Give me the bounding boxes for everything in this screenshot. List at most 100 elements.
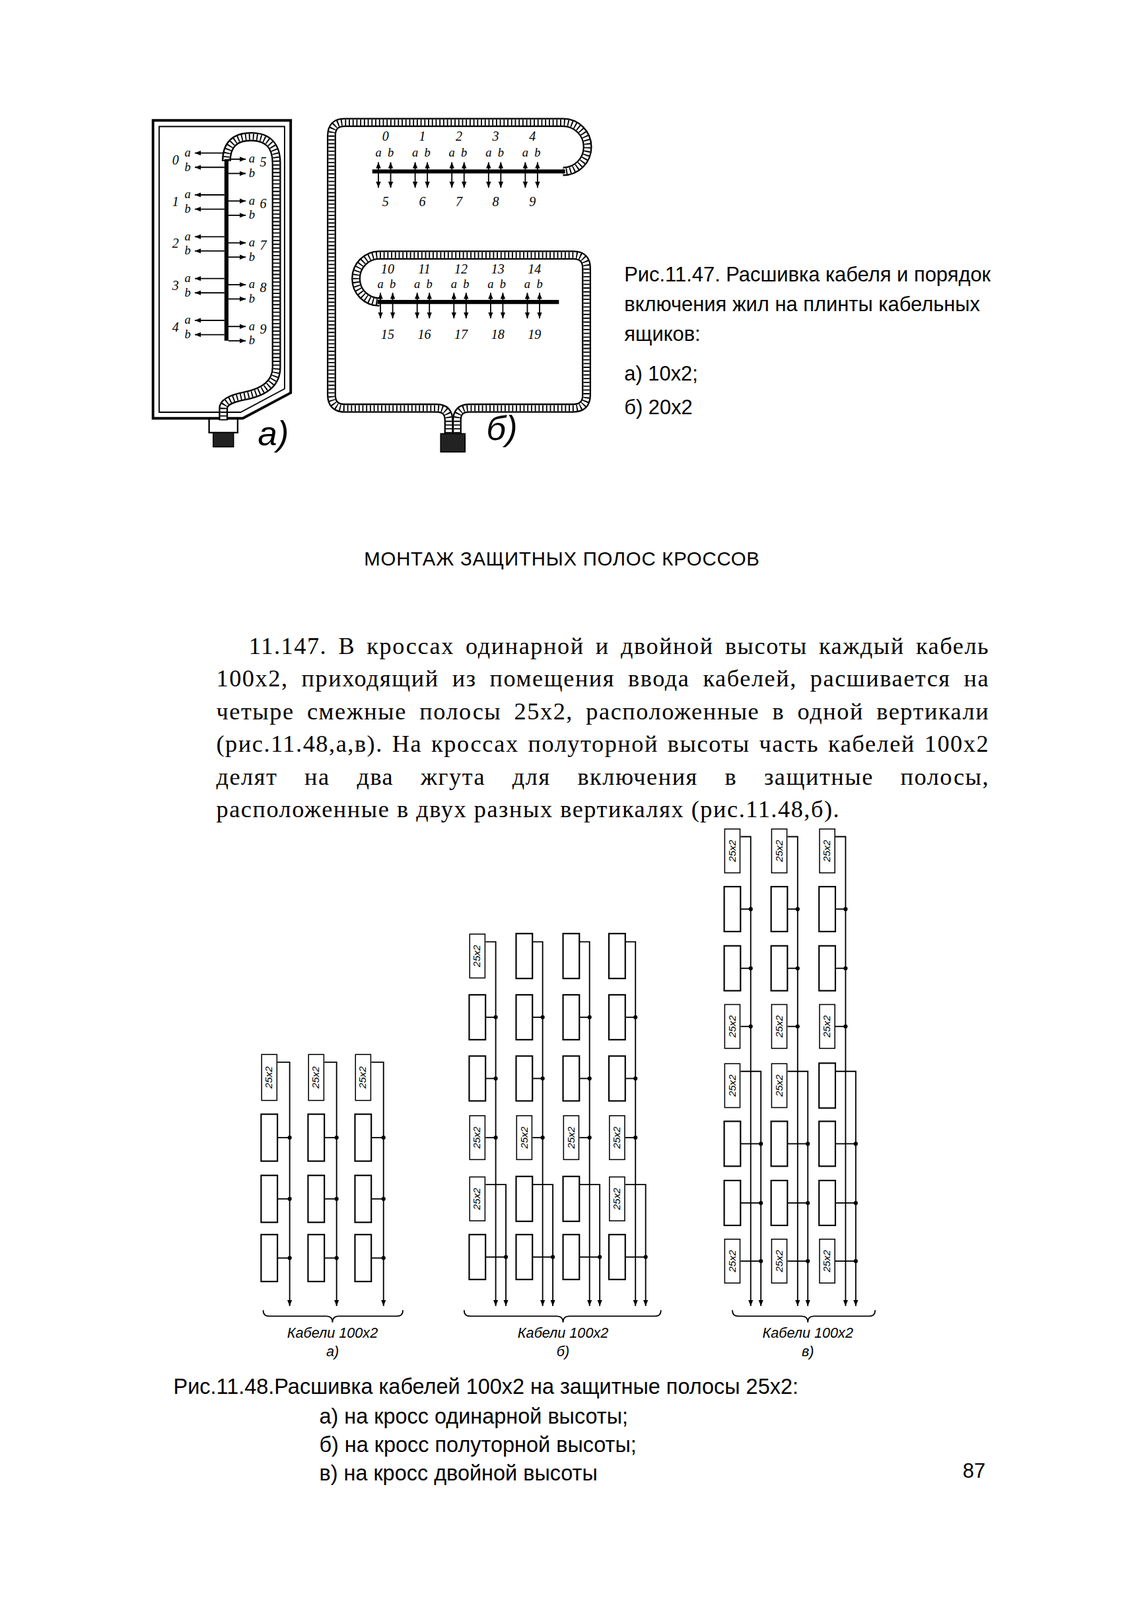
wire — [524, 162, 526, 172]
protection-strip-outline — [771, 1180, 788, 1226]
wire-stub — [740, 1142, 761, 1144]
wire — [228, 158, 246, 160]
protection-strip-outline — [307, 1114, 325, 1161]
wire — [194, 334, 225, 336]
protection-strip: 25х2 — [468, 1114, 486, 1160]
protection-strip-outline — [724, 1180, 741, 1226]
wire-name: a — [524, 276, 531, 292]
wire — [465, 292, 467, 302]
protection-strip-outline — [354, 1234, 372, 1282]
protection-strip-outline — [724, 945, 741, 991]
junction-dot — [287, 1135, 292, 1140]
wire-stub — [579, 1256, 600, 1258]
wire-name: a — [451, 276, 457, 292]
strip-label: 25х2 — [773, 839, 784, 862]
figure-caption: а) на кросс одинарной высоты; — [318, 1401, 629, 1430]
figure-caption: а) 10х2; — [624, 359, 699, 389]
junction-dot — [643, 1254, 648, 1259]
cable-trunk — [835, 1071, 856, 1306]
wire — [426, 171, 428, 188]
junction-dot — [853, 1258, 858, 1263]
junction-dot — [540, 1075, 545, 1080]
protection-strip-outline — [307, 1234, 325, 1282]
cable-trunk — [625, 941, 636, 1306]
junction-dot — [853, 1141, 858, 1146]
paragraph: 11.147. В кроссах одинарной и двойной вы… — [215, 629, 990, 826]
junction-dot — [853, 1200, 858, 1205]
wire-name: b — [426, 276, 433, 292]
pair-number: 12 — [454, 260, 468, 278]
junction-dot — [748, 1024, 753, 1029]
wire — [392, 292, 394, 302]
protection-strip-outline — [516, 994, 533, 1040]
page-number: 87 — [962, 1458, 986, 1483]
pair-number: 17 — [454, 326, 468, 343]
wire-name: b — [460, 145, 467, 161]
strip-label: 25х2 — [727, 1015, 738, 1037]
wire — [426, 162, 428, 172]
protection-strip-outline — [563, 1176, 580, 1222]
pair-number: 14 — [527, 260, 541, 278]
wire — [228, 325, 246, 327]
junction-dot — [795, 1024, 800, 1029]
wire — [524, 171, 526, 188]
junction-dot — [381, 1196, 386, 1201]
protection-strip: 25х2 — [724, 1003, 741, 1049]
protection-strip: 25х2 — [516, 1114, 533, 1160]
cable-brackets — [262, 1309, 876, 1323]
junction-dot — [540, 1135, 545, 1140]
strip-label: 25х2 — [357, 1065, 368, 1088]
wire — [228, 214, 246, 216]
wire — [499, 162, 502, 172]
protection-strip-outline — [468, 1234, 486, 1280]
junction-dot — [381, 1255, 386, 1260]
junction-dot — [493, 1135, 498, 1140]
protection-strip: 25х2 — [260, 1053, 278, 1101]
strip-label: 25х2 — [612, 1187, 623, 1210]
wire — [490, 301, 492, 319]
cable-trunk — [740, 1071, 761, 1306]
figure-letter: в) — [801, 1342, 815, 1360]
protection-strip-outline — [818, 1180, 836, 1226]
wire — [390, 171, 392, 188]
wire-name: b — [389, 276, 396, 292]
wire-name: b — [184, 201, 191, 217]
wire-stub — [835, 1201, 856, 1204]
strip-label: 25х2 — [519, 1125, 529, 1148]
wire — [414, 171, 417, 188]
protection-strip: 25х2 — [354, 1053, 372, 1101]
cable-trunk — [485, 941, 496, 1306]
wire — [228, 340, 246, 342]
protection-strip-outline — [818, 1120, 836, 1166]
protection-strip-outline — [516, 1176, 533, 1222]
strip-label: 25х2 — [773, 1074, 784, 1097]
junction-dot — [795, 966, 800, 971]
wire-name: a — [184, 312, 191, 328]
strip-label: 25х2 — [727, 1074, 738, 1097]
wire-stub — [740, 1201, 761, 1204]
pair-number: 2 — [455, 128, 463, 146]
wire-stub — [532, 1256, 553, 1258]
wire-name: a — [184, 229, 191, 245]
wire — [379, 292, 382, 302]
wire — [194, 319, 225, 321]
strip-label: 25х2 — [822, 1249, 833, 1272]
wire — [194, 166, 225, 168]
junction-dot — [503, 1254, 508, 1259]
junction-dot — [493, 1075, 498, 1080]
wire-name: b — [387, 145, 394, 161]
pair-number: 1 — [418, 128, 426, 146]
wire-name: a — [414, 276, 421, 292]
protection-strip: 25х2 — [724, 1062, 741, 1108]
pair-number: 11 — [418, 260, 431, 278]
figure-caption: Рис.11.48.Расшивка кабелей 100х2 на защи… — [173, 1371, 799, 1401]
strip-label: 25х2 — [727, 1249, 738, 1272]
wire — [428, 301, 430, 319]
junction-dot — [587, 1135, 592, 1140]
wire-stub — [740, 1260, 761, 1262]
wire — [526, 301, 529, 319]
cable-label: Кабели 100х2 — [517, 1324, 609, 1341]
wiring — [194, 153, 858, 1306]
cable-label: Кабели 100х2 — [762, 1324, 854, 1341]
wire — [194, 291, 225, 294]
